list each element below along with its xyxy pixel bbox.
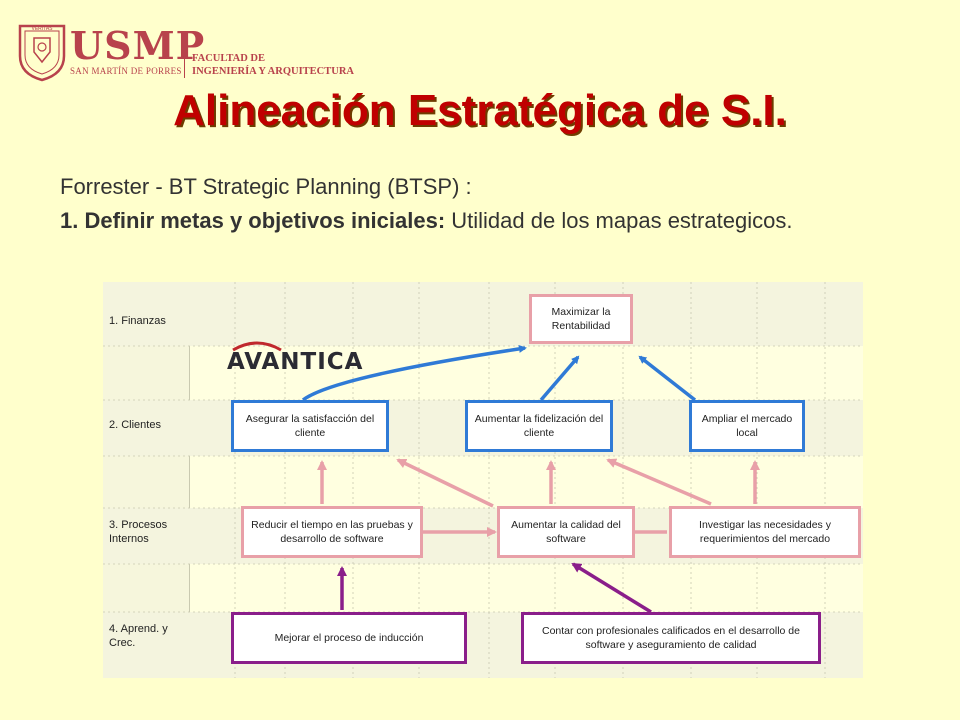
slide-title: Alineación Estratégica de S.I. [173,86,787,135]
logo-text: USMP [70,23,206,68]
slide-body: Forrester - BT Strategic Planning (BTSP)… [60,170,886,238]
university-seal-icon: VERITAS [18,24,66,82]
lane-label-clientes: 2. Clientes [109,419,161,431]
faculty-line-1: FACULTAD DE [192,53,266,64]
strategy-map-diagram: 1. Finanzas 2. Clientes 3. Procesos Inte… [103,282,863,678]
avantica-logo: AVANTICA [227,349,364,375]
arrow-investigar-fidelizacion [606,458,712,506]
arrow-mercado-maximizar [638,355,697,402]
lane-label-procesos: 3. Procesos Internos [109,519,168,545]
body-line-1: Forrester - BT Strategic Planning (BTSP)… [60,174,472,199]
box-reducir-tiempo: Reducir el tiempo en las pruebas y desar… [241,506,423,558]
point-text: Utilidad de los mapas estrategicos. [445,208,793,233]
body-point-1: 1. Definir metas y objetivos iniciales: … [60,204,886,238]
arrow-fidelizacion-maximizar [539,355,580,402]
svg-text:VERITAS: VERITAS [31,26,53,32]
arrow-calidad-satisfaccion [396,458,494,508]
faculty-line-2: INGENIERÍA Y ARQUITECTURA [192,66,355,77]
box-investigar-necesidades: Investigar las necesidades y requerimien… [669,506,861,558]
box-aumentar-calidad: Aumentar la calidad del software [497,506,635,558]
lane-label-finanzas: 1. Finanzas [109,315,166,327]
university-logo: VERITAS USMP SAN MARTÍN DE PORRES FACULT… [8,12,368,82]
box-maximizar-rentabilidad: Maximizar la Rentabilidad [529,294,633,344]
arrow-profesionales-calidad [571,562,652,614]
box-mejorar-induccion: Mejorar el proceso de inducción [231,612,467,664]
box-contar-profesionales: Contar con profesionales calificados en … [521,612,821,664]
box-asegurar-satisfaccion: Asegurar la satisfacción del cliente [231,400,389,452]
box-aumentar-fidelizacion: Aumentar la fidelización del cliente [465,400,613,452]
lane-label-aprendizaje: 4. Aprend. y Crec. [109,623,168,649]
arrow-satisfaccion-maximizar [301,344,527,402]
box-ampliar-mercado: Ampliar el mercado local [689,400,805,452]
lane-band-finanzas [103,282,863,346]
point-heading: 1. Definir metas y objetivos iniciales: [60,208,446,233]
logo-divider [184,34,185,78]
avantica-logo-arc-icon [232,341,282,352]
logo-subtitle: SAN MARTÍN DE PORRES [70,66,182,76]
faculty-name: FACULTAD DE INGENIERÍA Y ARQUITECTURA [192,52,354,78]
